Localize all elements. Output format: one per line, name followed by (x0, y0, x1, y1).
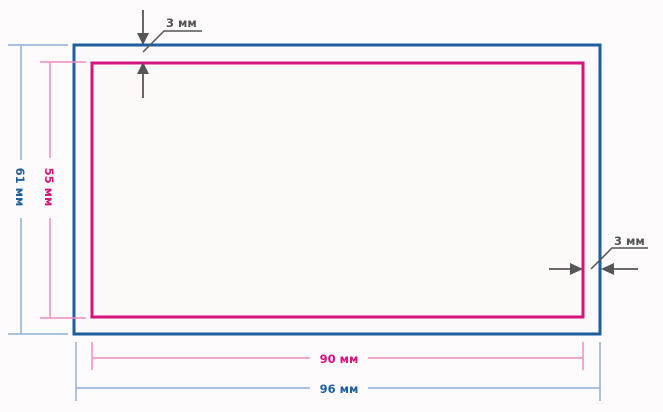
top-margin-callout: 3 мм (137, 10, 202, 98)
right-margin-label: 3 мм (614, 234, 645, 248)
top-margin-label: 3 мм (166, 16, 197, 30)
bleed-height-label: 61 мм (13, 168, 27, 207)
arrow-down-icon (137, 33, 149, 45)
trim-rectangle (90, 61, 585, 319)
arrow-right-icon (570, 263, 583, 275)
bleed-width-dimension: 96 мм (75, 342, 601, 401)
arrow-left-icon (601, 263, 614, 275)
trim-height-dimension: 55 мм (40, 61, 86, 319)
trim-width-label: 90 мм (320, 352, 359, 366)
bleed-width-label: 96 мм (320, 382, 359, 396)
trim-width-dimension: 90 мм (91, 342, 584, 370)
trim-height-label: 55 мм (42, 168, 56, 207)
right-margin-callout: 3 мм (549, 234, 648, 275)
bleed-height-dimension: 61 мм (8, 44, 68, 335)
arrow-up-icon (137, 62, 149, 74)
